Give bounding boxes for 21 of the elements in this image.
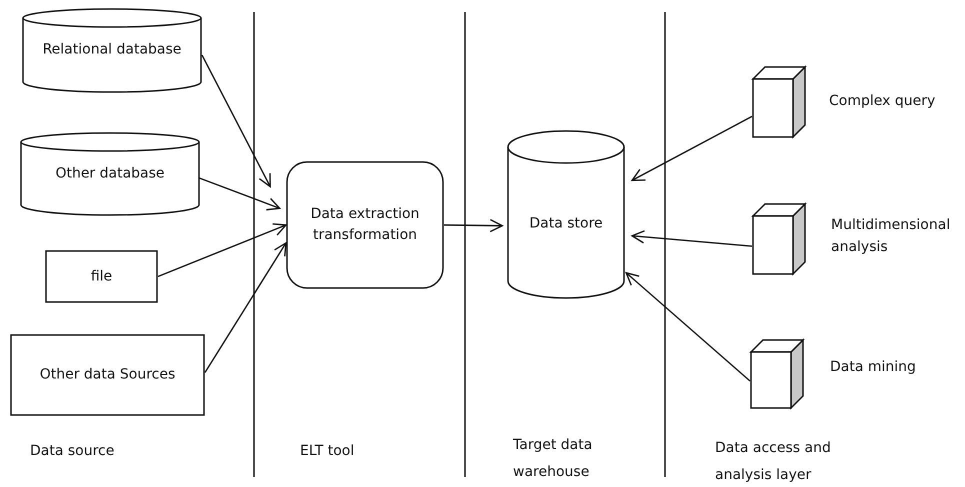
layer-label: Data source xyxy=(30,442,116,461)
layer-label: Target data warehouse xyxy=(513,436,594,482)
layer-label: ELT tool xyxy=(300,442,356,461)
arrow xyxy=(631,116,752,182)
node-label: Other database xyxy=(54,164,166,184)
node-label: Data extraction transformation xyxy=(310,205,420,245)
arrow xyxy=(201,54,271,188)
node-label: Complex query xyxy=(829,92,936,111)
node-label: file xyxy=(90,268,114,286)
node-label: Data mining xyxy=(830,358,917,377)
node-label: Other data Sources xyxy=(38,366,176,384)
arrow xyxy=(625,272,750,382)
layer-label: Data access and analysis layer xyxy=(715,439,832,485)
arrow xyxy=(444,218,503,232)
arrow xyxy=(158,223,287,278)
arrow xyxy=(198,177,280,210)
node-label: Multidimensional analysis xyxy=(831,216,952,257)
node-label: Relational database xyxy=(42,40,182,60)
arrow xyxy=(204,242,287,373)
node-label: Data store xyxy=(528,214,604,234)
arrow xyxy=(631,230,752,247)
